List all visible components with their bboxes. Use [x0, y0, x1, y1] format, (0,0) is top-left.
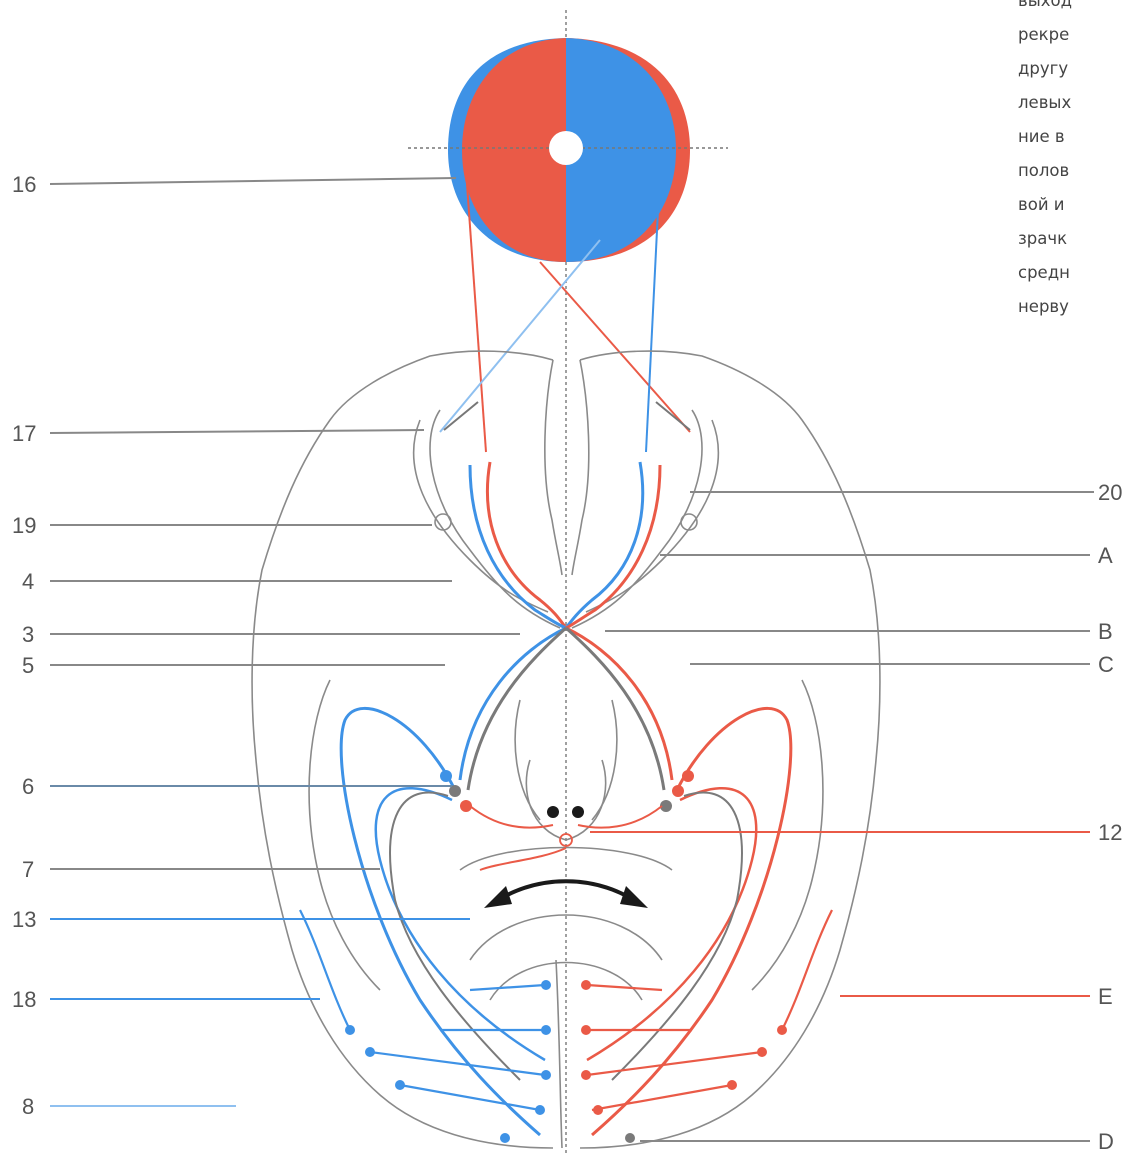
label-4: 4: [22, 569, 34, 594]
double-arrow-curve: [498, 881, 634, 900]
label-18: 18: [12, 987, 36, 1012]
longitudinal-fissure: [556, 960, 562, 1148]
cortex-node-red: [727, 1080, 737, 1090]
projection-gray-right: [656, 402, 690, 430]
cortex-fiber-right: [592, 1085, 732, 1110]
label-6: 6: [22, 774, 34, 799]
brainstem-left: [515, 700, 540, 820]
leader-16: [50, 178, 456, 184]
cortex-fiber-right: [587, 985, 662, 990]
optic-nerve-right-outer: [572, 410, 702, 628]
cortex-node-red: [777, 1025, 787, 1035]
caption-line: другу: [1018, 59, 1068, 78]
cortex-node-blue: [500, 1133, 510, 1143]
projection-red-cross: [540, 262, 690, 432]
cortex-fiber-left: [300, 910, 350, 1030]
cortex-node-red: [757, 1047, 767, 1057]
frontal-lobe-left: [545, 360, 562, 575]
label-16: 16: [12, 172, 36, 197]
cortex-node-blue: [541, 980, 551, 990]
label-13: 13: [12, 907, 36, 932]
label-B: B: [1098, 619, 1113, 644]
cortex-node-blue: [535, 1105, 545, 1115]
caption-line: средн: [1018, 263, 1070, 282]
cortex-node-blue: [395, 1080, 405, 1090]
caption-line: вой и: [1018, 195, 1065, 214]
left-labels: 16 17 19 4 3 5 6 7 13 18 8: [12, 172, 36, 1119]
cortex-node-blue: [365, 1047, 375, 1057]
cortex-node-blue: [541, 1070, 551, 1080]
leader-17: [50, 430, 424, 433]
caption: выход рекре другу левых ние в полов вой …: [1018, 0, 1072, 316]
label-8: 8: [22, 1094, 34, 1119]
geniculate-node-red: [682, 770, 694, 782]
visual-field: [408, 38, 728, 262]
olfactory-tract-left: [414, 420, 548, 612]
geniculate-node-blue: [440, 770, 452, 782]
frontal-lobe-right: [572, 360, 589, 575]
label-5: 5: [22, 653, 34, 678]
fixation-point: [549, 131, 583, 165]
brainstem-right: [592, 700, 617, 820]
right-labels: 20 A B C 12 E D: [1098, 480, 1122, 1154]
pretectal-node: [572, 806, 584, 818]
brain-left-hemisphere: [252, 351, 553, 1148]
label-D: D: [1098, 1129, 1114, 1154]
label-A: A: [1098, 543, 1113, 568]
left-leaders: [50, 178, 520, 1106]
pretectal-node: [547, 806, 559, 818]
caption-line: полов: [1018, 161, 1069, 180]
cortex-node-red: [581, 1070, 591, 1080]
label-12: 12: [1098, 820, 1122, 845]
label-7: 7: [22, 857, 34, 882]
caption-line: нерву: [1018, 297, 1069, 316]
cortex-node-gray: [625, 1133, 635, 1143]
cortex-node-blue: [345, 1025, 355, 1035]
caption-line: рекре: [1018, 25, 1069, 44]
geniculate-node-red: [672, 785, 684, 797]
projection-blue-cross: [440, 240, 600, 432]
label-C: C: [1098, 652, 1114, 677]
caption-line: ние в: [1018, 127, 1065, 146]
caption-line: левых: [1018, 93, 1071, 112]
optic-radiation-left-gray: [390, 793, 520, 1080]
caption-line: выход: [1018, 0, 1072, 10]
cortex-fiber-right: [587, 1052, 762, 1075]
arrowhead-right: [620, 886, 648, 908]
label-E: E: [1098, 984, 1113, 1009]
olfactory-tract-right: [586, 420, 718, 612]
cortex-fiber-left: [370, 1052, 545, 1075]
optic-nerve-left-outer: [430, 410, 560, 628]
arrowhead-left: [484, 886, 512, 908]
optic-radiation-left-inner: [376, 788, 545, 1060]
cortex-fiber-left: [400, 1085, 540, 1110]
brain-right-hemisphere: [580, 351, 880, 1148]
label-19: 19: [12, 513, 36, 538]
label-3: 3: [22, 622, 34, 647]
label-17: 17: [12, 421, 36, 446]
cortex-fiber-right: [782, 910, 832, 1030]
cortex-fiber-left: [470, 985, 545, 990]
cortex-node-red: [581, 1025, 591, 1035]
cortex-node-blue: [541, 1025, 551, 1035]
optic-radiation-right-inner: [587, 788, 756, 1060]
label-20: 20: [1098, 480, 1122, 505]
cortex-node-red: [593, 1105, 603, 1115]
optic-radiation-right-gray: [612, 793, 742, 1080]
right-leaders: [590, 492, 1094, 1141]
caption-line: зрачк: [1018, 229, 1067, 248]
pupillary-fiber-efferent: [480, 848, 566, 870]
cortex-node-red: [581, 980, 591, 990]
